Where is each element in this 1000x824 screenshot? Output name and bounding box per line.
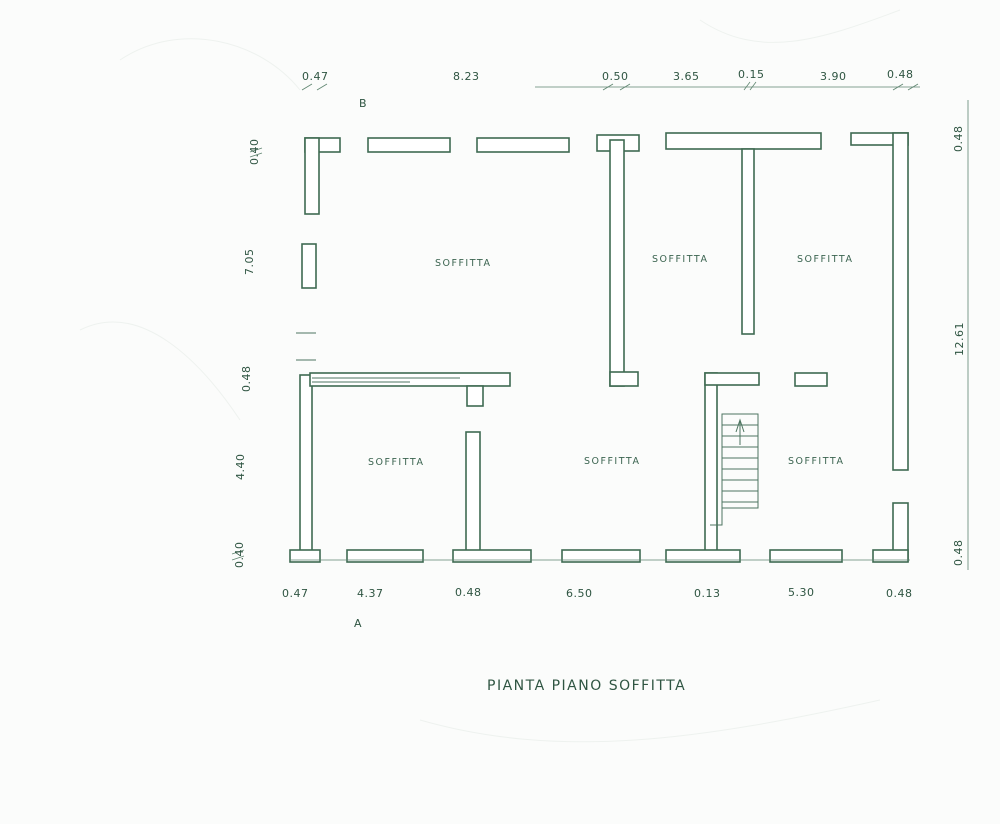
dimensions-right: 0.48 12.61 0.48 — [952, 126, 966, 567]
wall-bottom-pier-1 — [452, 549, 532, 563]
wall-bottom-corner-left — [289, 549, 321, 563]
staircase — [710, 413, 759, 526]
wall-left-window — [301, 243, 317, 289]
dimension-label: 0.48 — [887, 68, 914, 81]
dim-tick — [249, 152, 263, 158]
room-label: SOFFITTA — [584, 456, 640, 467]
paper-background-marks — [79, 9, 901, 743]
wall-central-vertical — [609, 139, 625, 387]
dimension-label: 3.65 — [673, 70, 700, 83]
dimension-label: 0.47 — [282, 587, 309, 600]
section-marks: B A — [354, 97, 367, 630]
dimension-label: 0.48 — [952, 126, 965, 153]
dimension-label: 4.40 — [234, 454, 247, 481]
dim-tick — [301, 83, 313, 91]
dimension-label: 0.40 — [248, 139, 261, 166]
wall-partition-left — [465, 431, 481, 556]
dimension-lines — [231, 81, 969, 570]
dimension-label: 0.40 — [233, 542, 246, 569]
dimension-label: 0.48 — [455, 586, 482, 599]
room-label: SOFFITTA — [797, 254, 853, 265]
wall-stair-top — [704, 372, 760, 386]
dim-tick — [231, 549, 245, 555]
stair-outline — [721, 413, 759, 509]
dimensions-top: 0.47 8.23 0.50 3.65 0.15 3.90 0.48 — [302, 68, 914, 83]
stair-landing — [710, 508, 723, 526]
dimension-label: 6.50 — [566, 587, 593, 600]
dimension-label: 12.61 — [953, 322, 966, 356]
dim-tick — [602, 83, 614, 91]
dimensions-bottom: 0.47 4.37 0.48 6.50 0.13 5.30 0.48 — [282, 586, 913, 600]
dimension-label: 0.47 — [302, 70, 329, 83]
dimension-label: 0.48 — [886, 587, 913, 600]
wall-bottom-corner-right — [872, 549, 909, 563]
room-label: SOFFITTA — [788, 456, 844, 467]
dim-tick — [907, 83, 919, 91]
dimension-label: 8.23 — [453, 70, 480, 83]
wall-bottom-pier-2 — [665, 549, 741, 563]
wall-right-upper — [892, 132, 909, 471]
dim-tick — [892, 83, 904, 91]
dim-tick — [749, 81, 757, 91]
dim-tick — [231, 555, 245, 561]
dimension-label: 5.30 — [788, 586, 815, 599]
dimension-label: 0.15 — [738, 68, 765, 81]
dim-tick — [249, 147, 263, 153]
window-bottom-2 — [561, 549, 641, 563]
room-labels: SOFFITTA SOFFITTA SOFFITTA SOFFITTA SOFF… — [368, 254, 853, 468]
room-label: SOFFITTA — [435, 258, 491, 269]
stair-arrow-icon — [735, 418, 745, 433]
dim-tick — [619, 83, 631, 91]
window-bottom-1 — [346, 549, 424, 563]
wall-left-upper — [304, 137, 320, 215]
section-mark-b: B — [359, 97, 367, 110]
wall-left-lower — [299, 374, 313, 556]
walls — [289, 132, 909, 563]
dim-tick — [743, 81, 751, 91]
dimension-label: 7.05 — [243, 249, 256, 276]
window-top-3 — [665, 132, 822, 150]
dimension-label: 0.50 — [602, 70, 629, 83]
window-top-1 — [367, 137, 451, 153]
wall-mid-horizontal — [309, 372, 511, 387]
dimension-label: 3.90 — [820, 70, 847, 83]
room-label: SOFFITTA — [652, 254, 708, 265]
window-top-2 — [476, 137, 570, 153]
dim-tick — [316, 83, 328, 91]
wall-central-foot — [609, 371, 639, 387]
dimensions-left: 0.40 7.05 0.48 4.40 0.40 — [233, 139, 261, 569]
wall-t-stem — [741, 148, 755, 335]
drawing-title: PIANTA PIANO SOFFITTA — [487, 678, 686, 694]
dimension-label: 0.13 — [694, 587, 721, 600]
window-bottom-3 — [769, 549, 843, 563]
wall-stair-left — [704, 372, 718, 552]
wall-stair-pier — [794, 372, 828, 387]
dimension-label: 0.48 — [952, 540, 965, 567]
dimension-label: 0.48 — [240, 366, 253, 393]
dimension-label: 4.37 — [357, 587, 384, 600]
room-label: SOFFITTA — [368, 457, 424, 468]
section-mark-a: A — [354, 617, 362, 630]
wall-mid-stub — [466, 385, 484, 407]
